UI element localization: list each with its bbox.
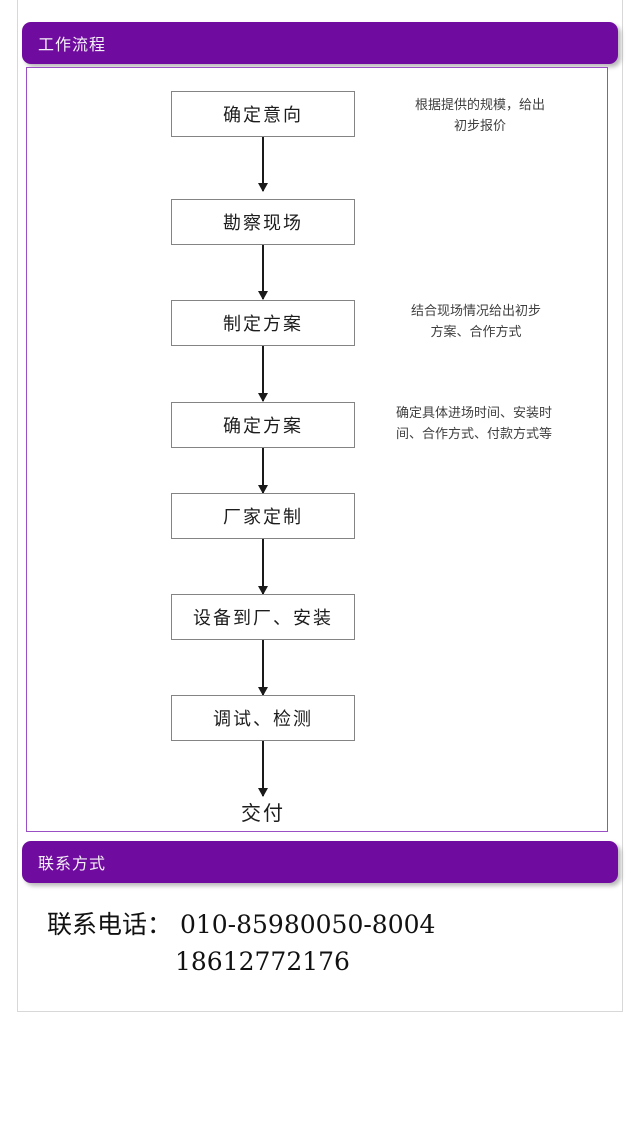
flow-node-3-label: 制定方案 (223, 314, 303, 335)
section-header-contact: 联系方式 (22, 841, 618, 883)
contact-details: 联系电话： 010-85980050-8004 18612772176 (27, 905, 607, 976)
flow-node-1[interactable]: 确定意向 (171, 91, 355, 137)
flow-annotation-2: 结合现场情况给出初步 方案、合作方式 (410, 304, 541, 340)
flow-node-7[interactable]: 调试、检测 (171, 695, 355, 741)
flow-annotation-1: 根据提供的规模，给出 初步报价 (414, 98, 545, 134)
flow-node-6-label: 设备到厂、安装 (193, 608, 333, 629)
flow-node-2-label: 勘察现场 (223, 213, 303, 234)
flow-node-3[interactable]: 制定方案 (171, 300, 355, 346)
flow-node-5-label: 厂家定制 (223, 507, 303, 528)
flow-node-1-label: 确定意向 (223, 105, 303, 126)
flowchart-container: 确定意向 勘察现场 制定方案 确定方案 厂家定制 设备到厂、安装 调试、检测 交… (26, 67, 608, 832)
flow-arrow-1 (258, 137, 268, 192)
flow-node-2[interactable]: 勘察现场 (171, 199, 355, 245)
flow-node-4[interactable]: 确定方案 (171, 402, 355, 448)
section-title-workflow: 工作流程 (38, 35, 107, 54)
flow-arrow-6 (258, 640, 268, 696)
contact-phone-secondary: 18612772176 (175, 947, 350, 976)
flow-node-6[interactable]: 设备到厂、安装 (171, 594, 355, 640)
section-header-workflow: 工作流程 (22, 22, 618, 64)
section-title-contact: 联系方式 (38, 854, 107, 873)
flow-node-7-label: 调试、检测 (213, 709, 313, 730)
flow-terminal-node[interactable]: 交付 (171, 797, 355, 826)
flow-arrow-2 (258, 245, 268, 300)
contact-phone-primary: 联系电话： 010-85980050-8004 (47, 910, 436, 939)
flow-arrow-7 (258, 741, 268, 797)
flow-node-4-label: 确定方案 (223, 416, 303, 437)
flow-arrow-3 (258, 346, 268, 402)
flow-arrow-4 (258, 448, 268, 494)
flow-terminal-label: 交付 (241, 801, 285, 825)
flow-annotation-3: 确定具体进场时间、安装时 间、合作方式、付款方式等 (395, 406, 552, 442)
flow-arrow-5 (258, 539, 268, 595)
flow-node-5[interactable]: 厂家定制 (171, 493, 355, 539)
